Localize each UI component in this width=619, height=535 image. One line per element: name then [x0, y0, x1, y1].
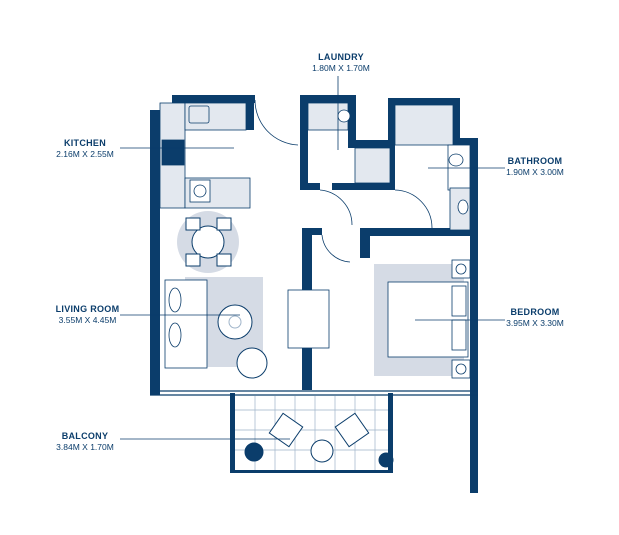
room-label-laundry: LAUNDRY 1.80M X 1.70M — [296, 52, 386, 74]
room-label-bathroom: BATHROOM 1.90M X 3.00M — [500, 156, 570, 178]
room-dims: 2.16M X 2.55M — [56, 149, 114, 159]
room-label-balcony: BALCONY 3.84M X 1.70M — [50, 431, 120, 453]
room-label-living-room: LIVING ROOM 3.55M X 4.45M — [50, 304, 125, 326]
room-label-bedroom: BEDROOM 3.95M X 3.30M — [500, 307, 570, 329]
bathroom-fixtures — [394, 104, 471, 231]
room-dims: 1.80M X 1.70M — [312, 63, 370, 73]
room-name: LAUNDRY — [318, 52, 364, 62]
living-furniture — [164, 277, 330, 379]
room-dims: 1.90M X 3.00M — [506, 167, 564, 177]
room-dims: 3.95M X 3.30M — [506, 318, 564, 328]
dining-table — [177, 211, 239, 273]
bedroom-furniture — [374, 259, 471, 379]
room-name: KITCHEN — [63, 138, 107, 148]
kitchen-counters — [159, 102, 251, 209]
room-dims: 3.84M X 1.70M — [56, 442, 114, 452]
balcony-furniture — [244, 412, 394, 468]
floor-line — [150, 390, 478, 396]
room-name: BALCONY — [61, 431, 109, 441]
room-name: BEDROOM — [510, 307, 560, 317]
room-name: BATHROOM — [507, 156, 563, 166]
leader-lines — [120, 76, 505, 440]
room-dims: 3.55M X 4.45M — [58, 315, 117, 325]
doors — [254, 99, 433, 263]
laundry-fixtures — [307, 102, 391, 184]
room-name: LIVING ROOM — [55, 304, 120, 314]
room-label-kitchen: KITCHEN 2.16M X 2.55M — [50, 138, 120, 160]
